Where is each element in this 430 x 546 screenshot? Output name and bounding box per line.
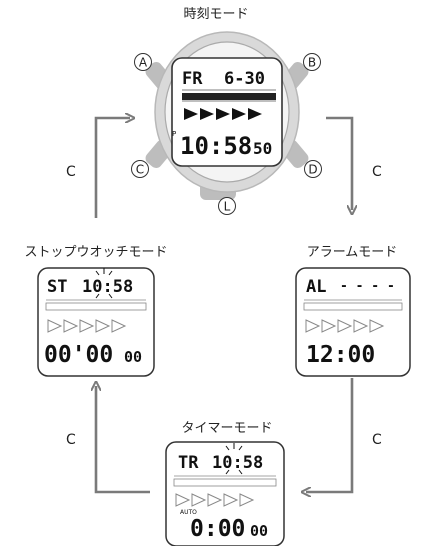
main-time: 10:58 [180, 132, 252, 160]
label-a: A [134, 53, 152, 71]
stopwatch-scale [45, 299, 147, 311]
arrow-left-lower-label: C [66, 432, 76, 448]
label-d: D [304, 160, 322, 178]
alarm-dashes: - - - - [340, 279, 395, 294]
timer-hundredths: 00 [250, 522, 268, 540]
stopwatch-label: ST [47, 277, 67, 297]
stopwatch-clock: 10:58 [82, 277, 133, 297]
stopwatch-time: 00'00 [44, 342, 113, 368]
timer-label: TR [178, 453, 199, 473]
arrow-left-upper [94, 118, 130, 218]
lcd-panel [171, 57, 283, 167]
arrow-bottom-label: C [372, 432, 382, 448]
alarm-mode-title: アラームモード [307, 245, 398, 260]
timer-auto-indicator: AUTO [180, 509, 197, 516]
date-display: 6-30 [224, 69, 265, 89]
timer-scale [173, 475, 277, 487]
arrow-left-upper-label: C [66, 164, 76, 180]
timer-lcd: TR 10:58 AUTO 0:00 00 [165, 441, 285, 546]
label-b: B [303, 53, 321, 71]
stopwatch-mode-title: ストップウオッチモード [24, 245, 167, 260]
stopwatch-lcd: ST 10:58 00'00 00 [37, 267, 155, 377]
pm-indicator: P [172, 130, 176, 138]
main-seconds: 50 [253, 139, 272, 158]
label-a-text: A [139, 56, 148, 70]
alarm-label: AL [306, 277, 326, 297]
alarm-scale [303, 299, 403, 311]
timer-clock: 10:58 [212, 453, 263, 473]
timekeeping-mode-title: 時刻モード [183, 7, 248, 22]
main-watch: FR 6-30 P 10:58 50 [145, 31, 309, 200]
arrow-right [326, 116, 352, 210]
alarm-triangles [305, 319, 385, 333]
stopwatch-triangles [47, 319, 127, 333]
timer-time: 0:00 [190, 516, 245, 542]
label-b-text: B [308, 56, 316, 70]
label-l-text: L [224, 200, 231, 214]
timer-triangles [175, 493, 255, 507]
stopwatch-hundredths: 00 [124, 348, 142, 366]
label-d-text: D [308, 163, 317, 177]
label-l: L [218, 197, 236, 215]
stopwatch-flash-marks [95, 268, 113, 299]
label-c-circle: C [131, 160, 149, 178]
alarm-time: 12:00 [306, 342, 375, 368]
indicator-triangles [184, 108, 262, 120]
arrow-right-label: C [372, 164, 382, 180]
segment-scale [182, 89, 276, 102]
alarm-lcd: AL - - - - 12:00 [295, 267, 411, 377]
day-of-week: FR [182, 69, 203, 89]
arrow-left-lower [96, 386, 150, 494]
timer-mode-title: タイマーモード [181, 421, 272, 436]
timer-flash-marks [225, 443, 243, 475]
arrow-bottom [306, 378, 354, 492]
label-c-text: C [136, 163, 144, 177]
